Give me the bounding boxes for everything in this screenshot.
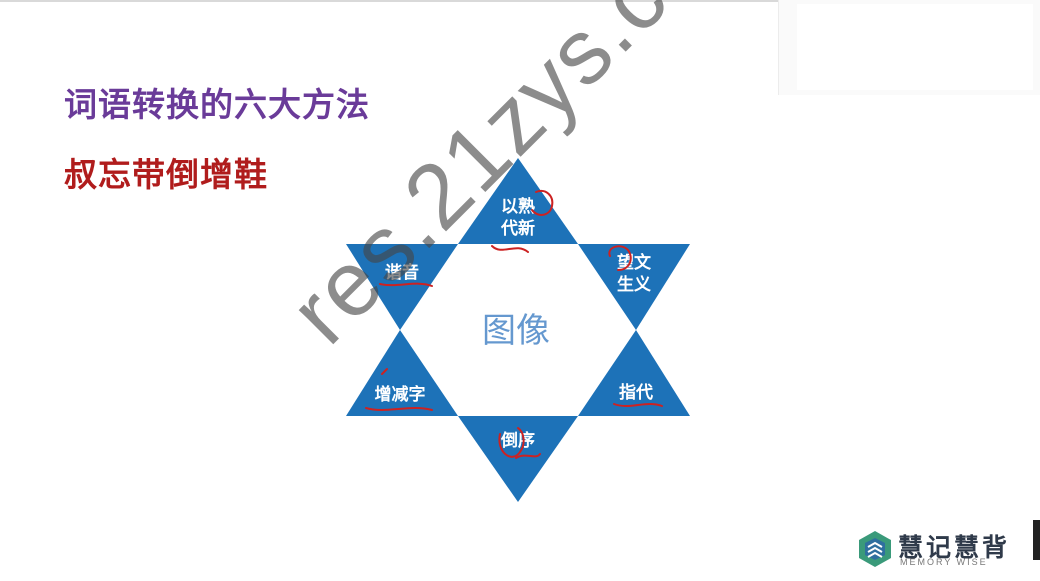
six-point-star-diagram: 图像 以熟 代新 谐音 望文 生义 增减字 指代 倒序 — [346, 158, 690, 502]
video-panel — [778, 0, 1040, 95]
star-upper-left-triangle — [346, 244, 458, 330]
ink-underline-daixu — [515, 453, 541, 459]
star-lower-left-triangle — [346, 330, 458, 416]
ink-underline-xieyin — [379, 282, 433, 287]
ink-underline-zhidai — [613, 403, 663, 407]
star-center-label: 图像 — [482, 311, 550, 351]
ink-stroke-zengjian — [381, 368, 388, 375]
star-upper-right-label-line2: 生义 — [617, 274, 651, 295]
star-top-triangle — [458, 158, 578, 244]
star-top-label-line1: 以熟 — [501, 196, 535, 217]
video-panel-blank — [797, 4, 1033, 90]
logo-name: 慧记慧背 — [898, 533, 1011, 562]
top-border — [0, 0, 1040, 2]
star-bottom-triangle — [458, 416, 578, 502]
star-upper-right-triangle — [578, 244, 690, 330]
star-lower-right-label: 指代 — [619, 382, 653, 403]
star-top-label-line2: 代新 — [500, 218, 535, 239]
star-lower-left-label: 增减字 — [375, 384, 426, 405]
handwritten-annotations — [365, 190, 663, 459]
star-bottom-label: 倒序 — [500, 430, 535, 451]
logo-tagline: MEMORY WISE — [900, 557, 988, 567]
ink-underline-zengjian — [365, 407, 433, 411]
slide-title: 词语转换的六大方法 — [64, 85, 370, 124]
ink-loop-daixu — [498, 427, 525, 458]
logo-icon — [859, 531, 891, 567]
ink-circle-wang — [608, 245, 632, 271]
slide-subtitle: 叔忘带倒增鞋 — [64, 155, 268, 194]
ink-underline-top — [491, 245, 529, 253]
star-upper-left-label: 谐音 — [385, 262, 419, 283]
star-lower-right-triangle — [578, 330, 690, 416]
edge-bar — [1033, 520, 1040, 560]
ink-circle-shu — [531, 190, 554, 216]
brand-logo: 慧记慧背 MEMORY WISE — [856, 526, 1036, 574]
